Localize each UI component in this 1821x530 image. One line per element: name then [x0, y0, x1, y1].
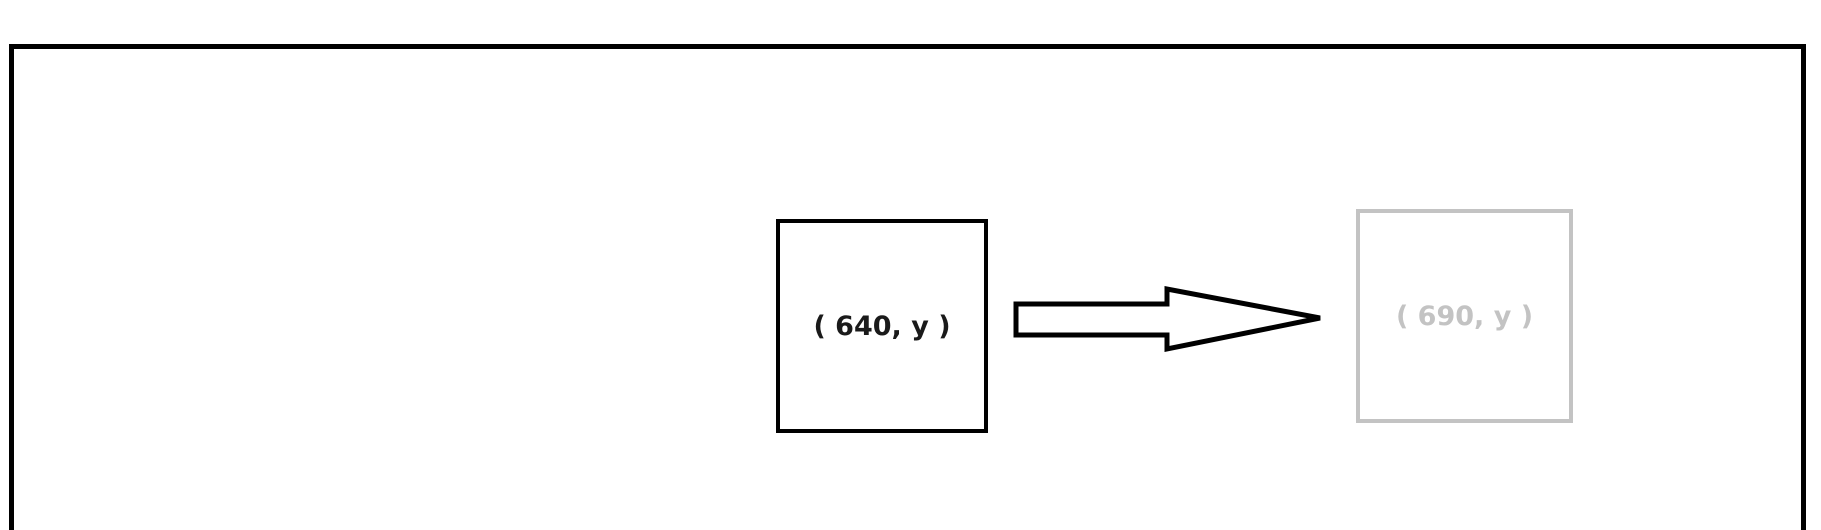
target-position-label: ( 690, y ) — [1395, 300, 1534, 332]
target-position-box: ( 690, y ) — [1356, 209, 1573, 423]
source-position-label: ( 640, y ) — [813, 310, 951, 342]
outer-frame — [9, 44, 1806, 530]
source-position-box: ( 640, y ) — [776, 219, 988, 433]
